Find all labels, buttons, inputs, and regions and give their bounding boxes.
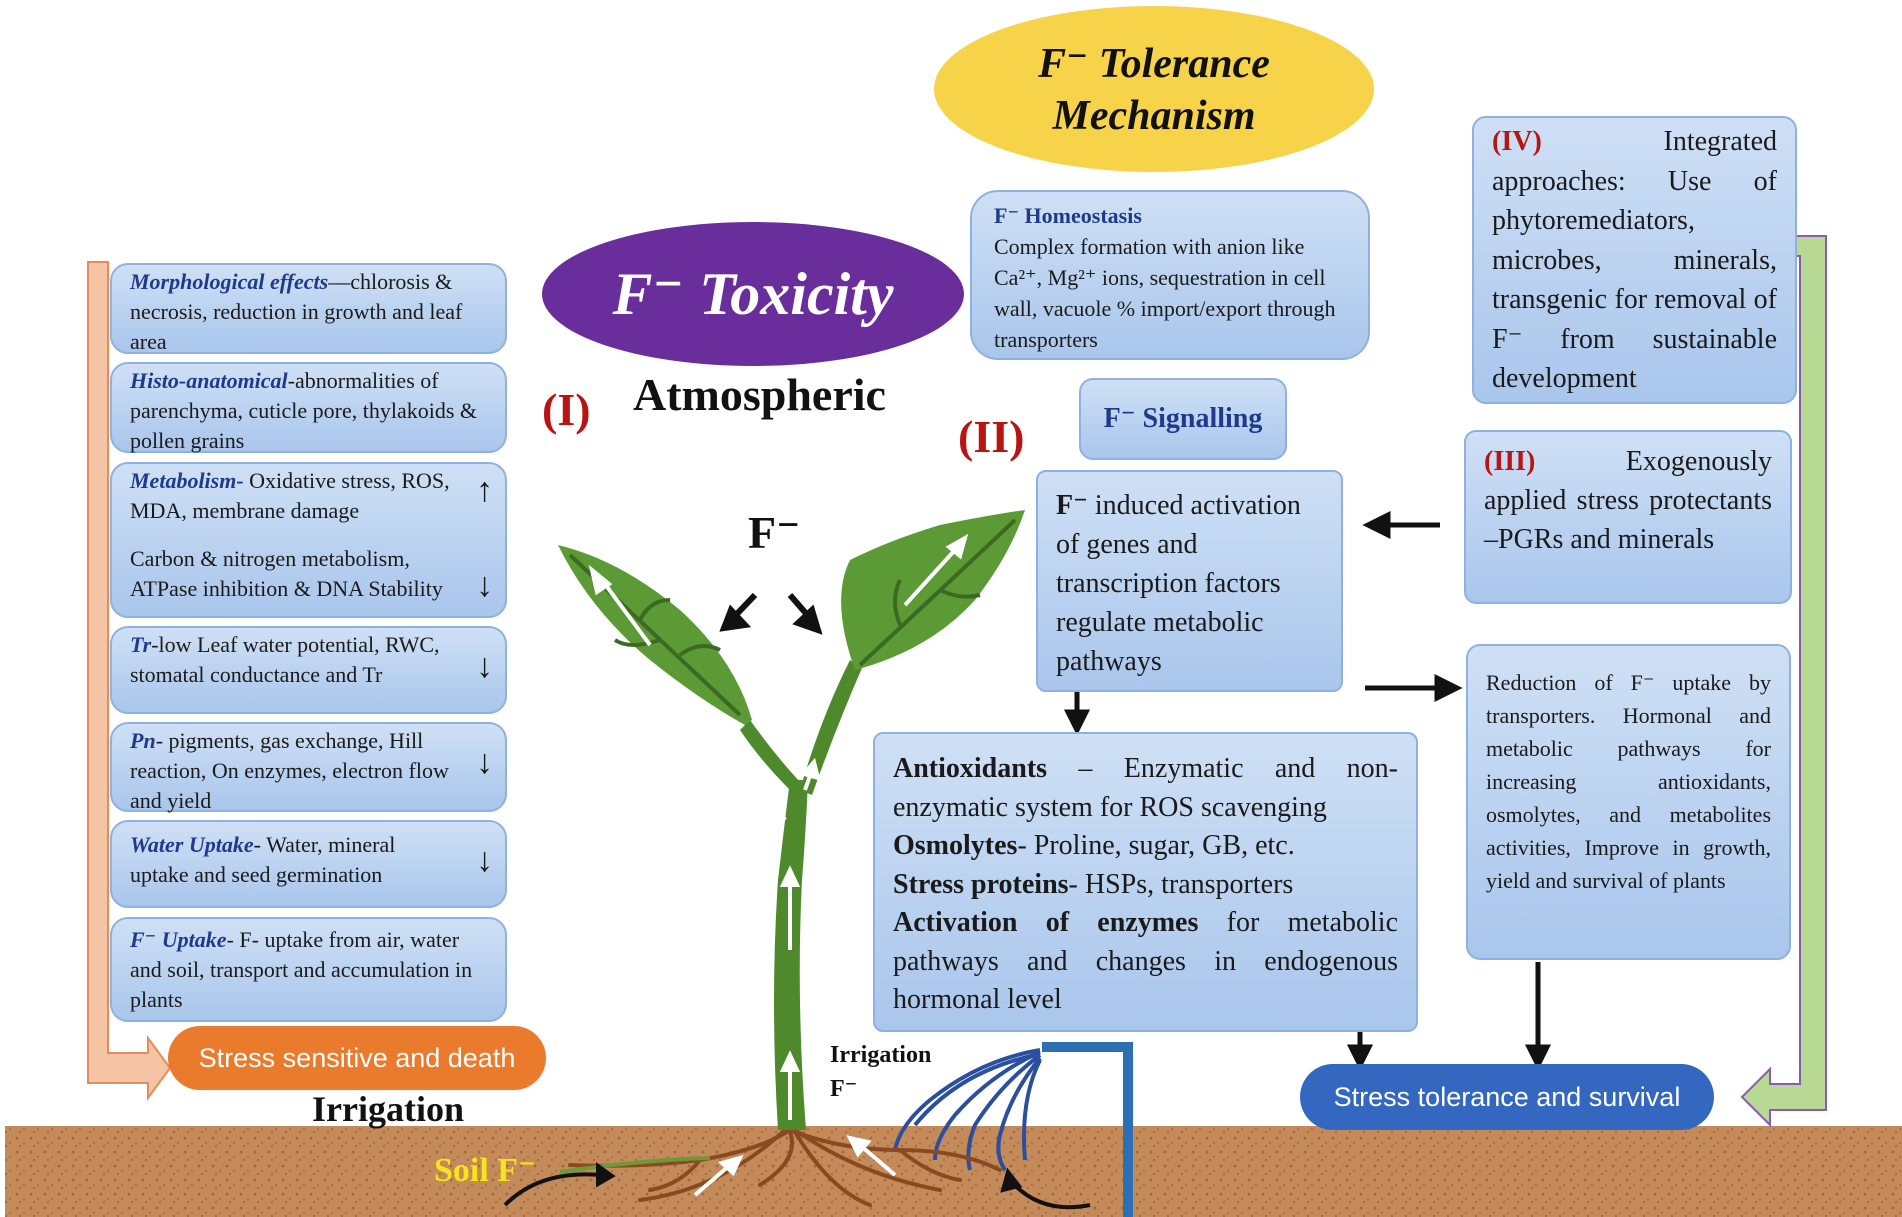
fluoride-uptake-text: - F- uptake from air, water and soil, tr… xyxy=(130,927,473,1012)
histo-anatomical-box: Histo-anatomical-abnormalities of parenc… xyxy=(110,362,507,453)
down-arrow-icon: ↓ xyxy=(476,648,493,685)
gene-activation-box: F⁻ induced activation of genes and trans… xyxy=(1036,470,1343,692)
fluoride-uptake-key: F⁻ Uptake xyxy=(130,927,227,952)
toxicity-numeral: (I) xyxy=(542,384,591,435)
antioxidants-key: Antioxidants xyxy=(893,753,1048,784)
metabolism-box: Metabolism- Oxidative stress, ROS, MDA, … xyxy=(110,462,507,618)
irrigation-pipe-line1: Irrigation xyxy=(830,1042,932,1068)
antioxidants-line: Antioxidants – Enzymatic and non-enzymat… xyxy=(893,750,1398,827)
water-uptake-text: - Water, mineral uptake and seed germina… xyxy=(130,832,396,887)
right-leaf xyxy=(841,510,1025,670)
photosynthesis-text: - pigments, gas exchange, Hill reaction,… xyxy=(130,728,449,813)
irrigation-pipe xyxy=(1042,1042,1133,1217)
translocation-arrows xyxy=(588,533,969,1197)
soil-fluoride-label: Soil F⁻ xyxy=(434,1152,537,1189)
atmospheric-label: Atmospheric xyxy=(633,369,886,420)
osmolytes-text: - Proline, sugar, GB, etc. xyxy=(1017,830,1295,861)
title-line1: F⁻ Tolerance xyxy=(1038,41,1270,87)
signalling-label: F⁻ Signalling xyxy=(1103,403,1263,434)
morphological-key: Morphological effects xyxy=(130,269,329,294)
osmolytes-line: Osmolytes- Proline, sugar, GB, etc. xyxy=(893,827,1398,866)
water-uptake-box: Water Uptake- Water, mineral uptake and … xyxy=(110,820,507,908)
metabolism-key: Metabolism- xyxy=(130,468,244,493)
osmolytes-key: Osmolytes xyxy=(893,830,1018,861)
irrigation-pipe-line2: F⁻ xyxy=(830,1076,858,1102)
integrated-approaches-box: (IV) Integrated approaches: Use of phyto… xyxy=(1472,116,1797,404)
enzymes-line: Activation of enzymes for metabolic path… xyxy=(893,904,1398,1020)
down-arrow-icon: ↓ xyxy=(476,842,493,879)
antioxidants-text: – Enzymatic and non-enzymatic system for… xyxy=(893,753,1398,823)
fluoride-deposition-arrows xyxy=(719,592,823,635)
activation-text: induced activation of genes and transcri… xyxy=(1056,490,1301,677)
tolerance-title-ellipse: F⁻ Tolerance Mechanism xyxy=(934,6,1374,172)
histo-anatomical-key: Histo-anatomical xyxy=(130,368,288,393)
signalling-numeral: (II) xyxy=(958,411,1025,462)
photosynthesis-box: Pn- pigments, gas exchange, Hill reactio… xyxy=(110,722,507,813)
metabolism-text: Oxidative stress, ROS, MDA, membrane dam… xyxy=(130,468,450,523)
stress-proteins-text: - HSPs, transporters xyxy=(1068,868,1294,900)
stress-proteins-line: Stress proteins- HSPs, transporters xyxy=(893,866,1398,905)
morphological-text: —chlorosis & necrosis, reduction in grow… xyxy=(130,269,463,354)
stress-tolerance-pill: Stress tolerance and survival xyxy=(1300,1064,1714,1130)
morphological-box: Morphological effects—chlorosis & necros… xyxy=(110,263,507,354)
up-arrow-icon: ↑ xyxy=(476,472,493,509)
homeostasis-title: F⁻ Homeostasis xyxy=(994,203,1142,228)
exogenous-box: (III) Exogenously applied stress protect… xyxy=(1464,430,1792,604)
left-flow-arrow xyxy=(87,261,172,1102)
fluoride-uptake-box: F⁻ Uptake- F- uptake from air, water and… xyxy=(110,917,507,1022)
histo-anatomical-text: -abnormalities of parenchyma, cuticle po… xyxy=(130,368,477,453)
integrated-numeral: (IV) xyxy=(1492,126,1542,157)
irrigation-label-left: Irrigation xyxy=(312,1089,464,1129)
stress-sensitive-pill: Stress sensitive and death xyxy=(168,1026,546,1090)
soil-uptake-arrows xyxy=(503,1162,1091,1210)
mechanism-arrows xyxy=(1063,510,1552,1071)
water-spray xyxy=(893,1048,1042,1172)
antioxidants-box: Antioxidants – Enzymatic and non-enzymat… xyxy=(873,732,1418,1032)
transpiration-text: -low Leaf water potential, RWC, stomatal… xyxy=(130,632,440,687)
activation-lead: F⁻ xyxy=(1056,490,1088,521)
reduction-box: Reduction of F⁻ uptake by transporters. … xyxy=(1466,644,1791,960)
water-uptake-key: Water Uptake xyxy=(130,832,254,857)
homeostasis-text: Complex formation with anion like Ca²⁺, … xyxy=(994,234,1336,352)
photosynthesis-key: Pn xyxy=(130,728,156,753)
soil-layer xyxy=(5,1126,1902,1217)
down-arrow-icon: ↓ xyxy=(476,567,493,604)
enzymes-key: Activation of enzymes xyxy=(893,907,1199,938)
toxicity-ellipse: F⁻ Toxicity xyxy=(542,222,964,366)
enzymes-text: for metabolic pathways and changes in en… xyxy=(893,907,1398,1015)
signalling-box: F⁻ Signalling xyxy=(1079,378,1287,460)
plant-fluoride-label: F⁻ xyxy=(748,507,801,558)
integrated-text: Integrated approaches: Use of phytoremed… xyxy=(1492,126,1777,394)
title-line2: Mechanism xyxy=(1052,93,1256,139)
exogenous-numeral: (III) xyxy=(1484,446,1536,477)
down-arrow-icon: ↓ xyxy=(476,744,493,781)
transpiration-box: Tr-low Leaf water potential, RWC, stomat… xyxy=(110,626,507,714)
toxicity-label: F⁻ Toxicity xyxy=(612,261,894,327)
homeostasis-box: F⁻ Homeostasis Complex formation with an… xyxy=(970,190,1370,360)
metabolism-text2: Carbon & nitrogen metabolism, ATPase inh… xyxy=(130,546,443,601)
exogenous-text: Exogenously applied stress protectants –… xyxy=(1484,446,1772,555)
stress-proteins-key: Stress proteins xyxy=(893,868,1069,900)
transpiration-key: Tr xyxy=(130,632,152,657)
reduction-text: Reduction of F⁻ uptake by transporters. … xyxy=(1486,670,1771,893)
irrigation-pipe-label: Irrigation F⁻ xyxy=(830,1038,931,1106)
plant-stem xyxy=(774,780,808,1130)
